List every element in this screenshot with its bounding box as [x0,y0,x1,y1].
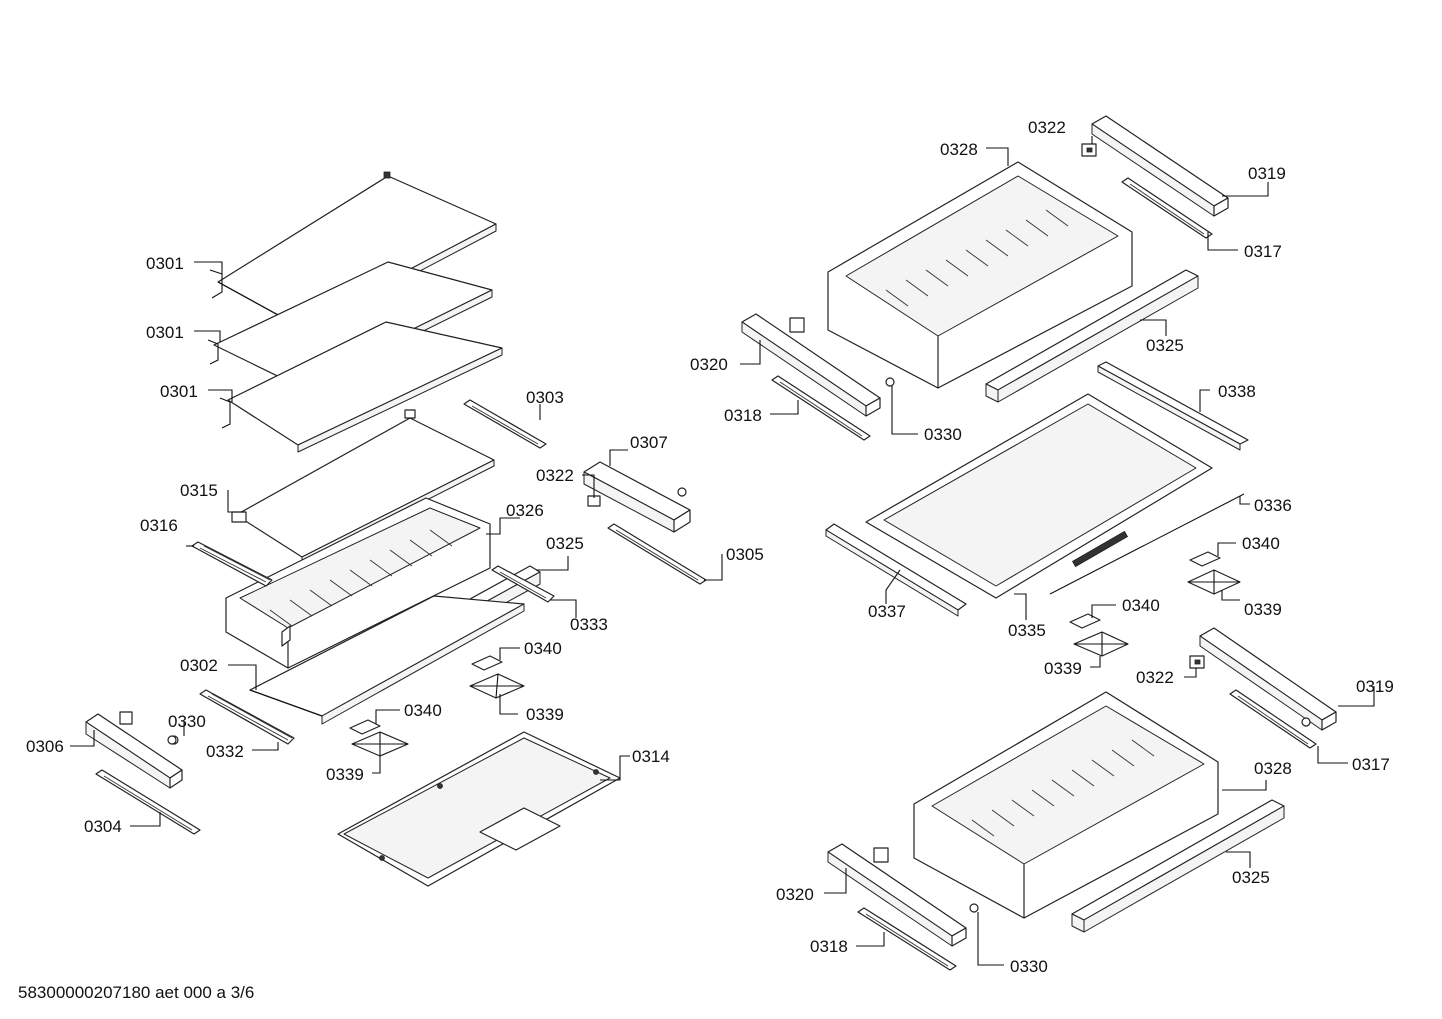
label-0338: 0338 [1218,382,1256,401]
fitting-0339-right-upper [1187,569,1241,595]
glass-frame-0335 [865,393,1213,599]
housing-0306 [85,711,183,789]
label-0322-left: 0322 [536,466,574,485]
glass-shelf-bottom [219,321,503,453]
label-0328-top: 0328 [940,140,978,159]
freezer-drawer-top [827,161,1133,389]
rail-0332 [199,689,295,745]
label-0320-bottom: 0320 [776,885,814,904]
label-0340-right-lower: 0340 [1122,596,1160,615]
label-0326: 0326 [506,501,544,520]
label-0315: 0315 [180,481,218,500]
label-0320-top: 0320 [690,355,728,374]
rail-0317-bottom [1229,689,1317,749]
label-0325-bottom: 0325 [1232,868,1270,887]
label-0316: 0316 [140,516,178,535]
label-0340-mid: 0340 [524,639,562,658]
clip-0322-top [1081,143,1097,157]
handle-bar-0325-top [985,269,1199,403]
clip-0340-mid [471,655,503,671]
label-0330-top: 0330 [924,425,962,444]
fitting-0339-mid [469,673,525,699]
label-0302: 0302 [180,656,218,675]
freezer-drawer-bottom [913,691,1219,919]
rail-0317-top [1121,177,1213,239]
rail-0304 [95,769,201,835]
label-0333: 0333 [570,615,608,634]
label-0330-left: 0330 [168,712,206,731]
label-0318-bottom: 0318 [810,937,848,956]
housing-0319-bottom [1199,627,1337,731]
knob-0330-left [167,735,177,745]
label-0317-top: 0317 [1244,242,1282,261]
label-0339-right-upper: 0339 [1244,600,1282,619]
label-0339-mid: 0339 [526,705,564,724]
clip-0340-right-upper [1189,551,1221,567]
label-0305: 0305 [726,545,764,564]
knob-0330-bottom [969,903,979,913]
label-0307: 0307 [630,433,668,452]
label-0325-left: 0325 [546,534,584,553]
guide-0333 [491,565,555,603]
frame-rail-0337 [825,523,967,617]
housing-0307 [583,461,691,533]
label-0306: 0306 [26,737,64,756]
label-0336: 0336 [1254,496,1292,515]
part-labels: 0301 0301 0301 0303 0307 0322 0315 0326 … [26,118,1394,976]
label-0330-bottom: 0330 [1010,957,1048,976]
rail-0318-top [771,375,871,441]
housing-0320-top [741,313,881,417]
fitting-0339-right-lower [1073,631,1129,657]
label-0303: 0303 [526,388,564,407]
label-0314: 0314 [632,747,670,766]
leader-lines [70,136,1375,966]
strip-0336 [1049,493,1245,595]
label-0317-bottom: 0317 [1352,755,1390,774]
label-0340-low: 0340 [404,701,442,720]
label-0322-bottom: 0322 [1136,668,1174,687]
label-0325-top: 0325 [1146,336,1184,355]
label-0322-top: 0322 [1028,118,1066,137]
label-0319-top: 0319 [1248,164,1286,183]
clip-0340-low [349,719,381,735]
knob-0330-top [885,377,895,387]
rail-0305 [607,523,707,585]
label-0339-low: 0339 [326,765,364,784]
crisper-drawer-left [225,497,491,669]
clip-0340-right-lower [1069,613,1101,629]
clip-0322-bottom [1189,655,1205,669]
label-0339-right-lower: 0339 [1044,659,1082,678]
label-0319-bottom: 0319 [1356,677,1394,696]
frame-rail-0338 [1097,361,1249,451]
label-0335: 0335 [1008,621,1046,640]
label-0328-bottom: 0328 [1254,759,1292,778]
glass-plate-0302 [249,595,525,725]
rail-0316 [191,541,273,587]
label-0304: 0304 [84,817,122,836]
rail-0318-bottom [857,907,957,971]
label-0337: 0337 [868,602,906,621]
bracket-0303 [463,399,547,449]
housing-0319-top [1091,115,1229,217]
fitting-0339-low [351,731,409,757]
handle-bar-0325-bottom [1071,799,1285,933]
label-0301-middle: 0301 [146,323,184,342]
label-0318-top: 0318 [724,406,762,425]
label-0301-bottom: 0301 [160,382,198,401]
label-0332: 0332 [206,742,244,761]
document-code: 58300000207180 aet 000 a 3/6 [18,983,254,1002]
label-0301-top: 0301 [146,254,184,273]
label-0340-right-upper: 0340 [1242,534,1280,553]
housing-0320-bottom [827,843,967,947]
